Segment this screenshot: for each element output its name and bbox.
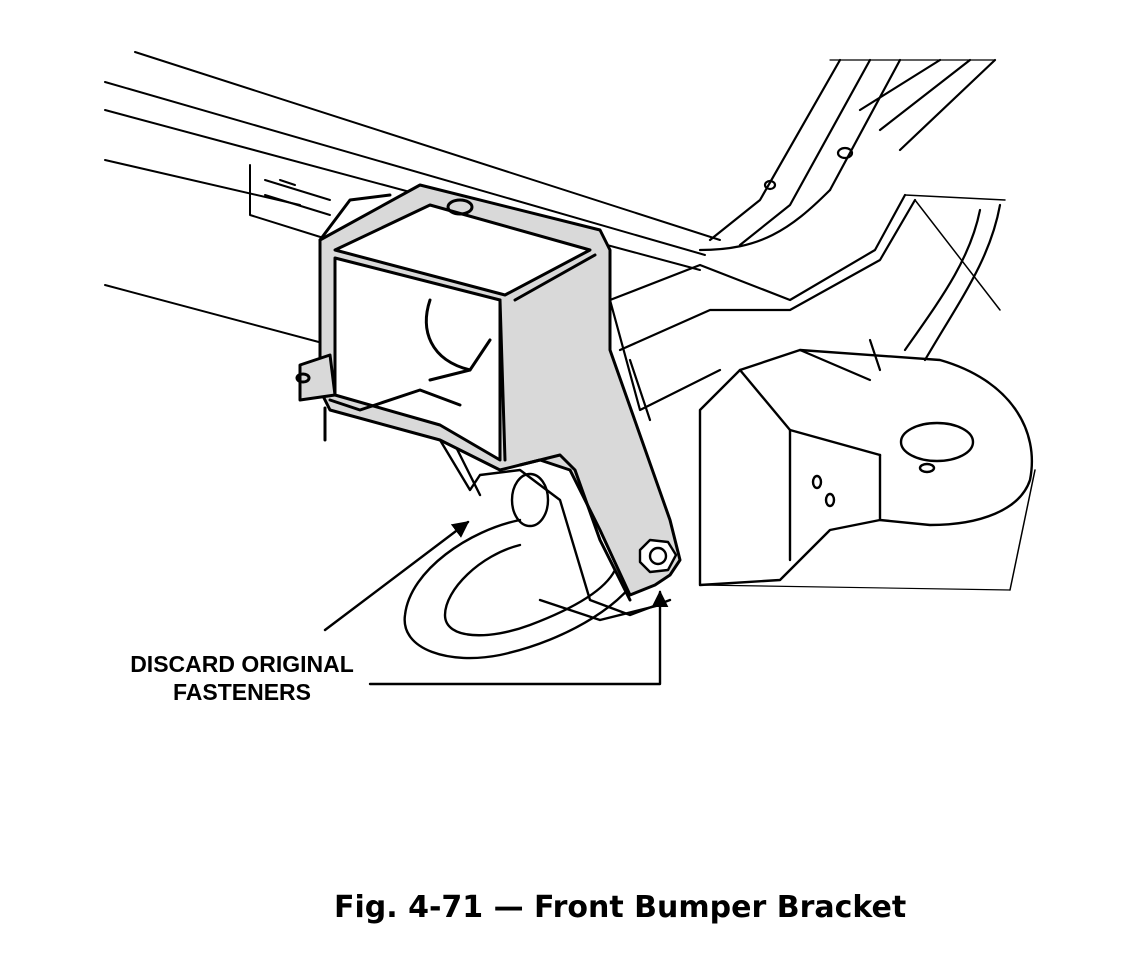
callout-leaders [323, 520, 669, 686]
callout-line-1: DISCARD ORIGINAL [130, 651, 354, 677]
lower-flange [438, 438, 672, 622]
upper-frame-plate [104, 51, 721, 346]
cross-member [608, 298, 882, 422]
bolt [638, 538, 678, 574]
frame-rail [608, 58, 1006, 362]
front-bumper-bracket [295, 183, 682, 602]
tow-hook [403, 472, 642, 660]
tow-hook-mount [698, 348, 1036, 591]
figure-caption: Fig. 4-71 — Front Bumper Bracket [334, 890, 907, 925]
callout-label: DISCARD ORIGINAL FASTENERS [96, 650, 388, 706]
leader-to-tow-hook [323, 520, 470, 632]
leader-to-bolt [368, 590, 669, 686]
callout-line-2: FASTENERS [172, 679, 312, 705]
